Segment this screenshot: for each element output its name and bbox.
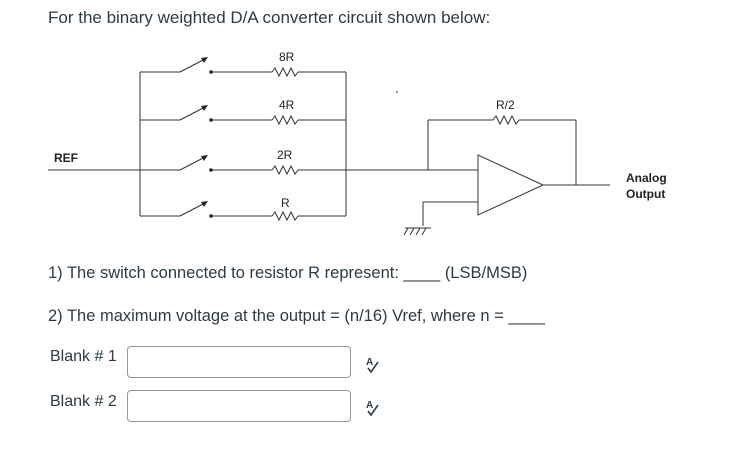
output-label-line2: Output — [626, 187, 665, 201]
ref-label: REF — [54, 151, 78, 165]
blank-2-input[interactable] — [127, 390, 351, 422]
blank-1-input[interactable] — [127, 346, 351, 378]
question-1-text: 1) The switch connected to resistor R re… — [48, 264, 528, 282]
blank-1-label: Blank # 1 — [50, 348, 117, 365]
dac-circuit-diagram: 8R 4R 2R R R/2 REF Analog Output — [48, 50, 667, 236]
question-prompt: For the binary weighted D/A converter ci… — [48, 8, 491, 27]
spellcheck-icon[interactable]: A — [364, 399, 380, 417]
svg-text:A: A — [366, 357, 373, 368]
resistor-4r-label: 4R — [279, 98, 295, 112]
svg-text:A: A — [366, 400, 373, 411]
question-2-text: 2) The maximum voltage at the output = (… — [48, 307, 546, 325]
resistor-8r-label: 8R — [279, 50, 295, 64]
blank-2-label: Blank # 2 — [50, 393, 117, 410]
resistor-r-label: R — [281, 196, 290, 210]
output-label-line1: Analog — [626, 171, 667, 185]
spellcheck-icon[interactable]: A — [364, 356, 380, 374]
feedback-resistor-label: R/2 — [496, 98, 515, 112]
resistor-2r-label: 2R — [277, 148, 293, 162]
